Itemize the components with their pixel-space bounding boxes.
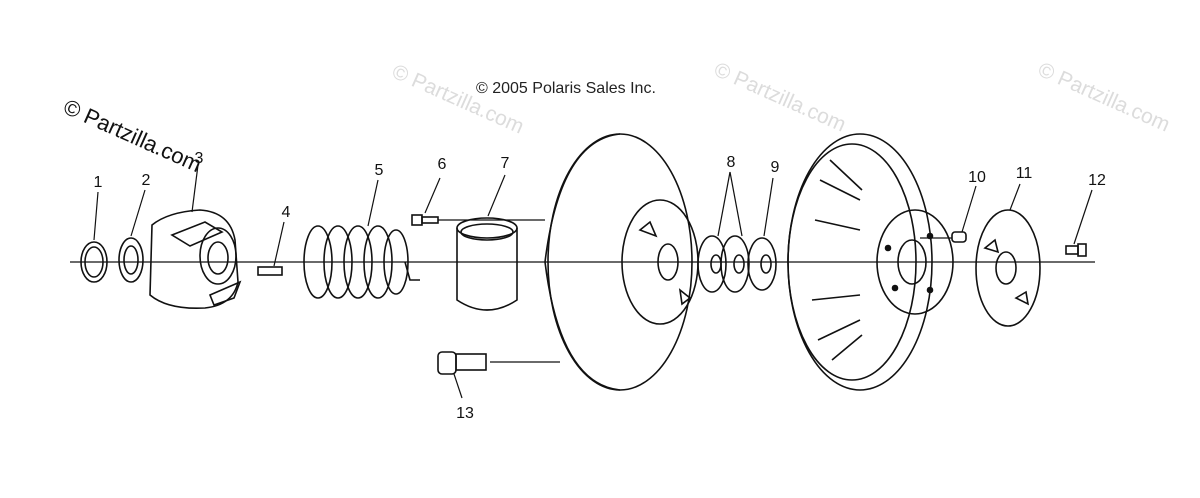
callout-3: 3 <box>194 150 204 167</box>
part-washers-pair <box>697 235 750 293</box>
callout-11: 11 <box>1015 165 1033 182</box>
part-helix <box>149 209 242 310</box>
callout-9: 9 <box>770 159 780 176</box>
callout-2: 2 <box>141 172 151 189</box>
callout-13: 13 <box>456 405 474 422</box>
callout-5: 5 <box>374 162 384 179</box>
part-screw-12 <box>1065 243 1087 257</box>
leader-lines <box>93 164 1093 399</box>
part-washer-9 <box>747 237 777 291</box>
part-screw <box>411 214 439 226</box>
callout-4: 4 <box>281 204 291 221</box>
callout-8: 8 <box>726 154 736 171</box>
part-bushing <box>456 217 518 311</box>
part-snap-ring <box>80 241 108 283</box>
callout-1: 1 <box>93 174 103 191</box>
part-spring <box>303 225 420 299</box>
callout-12: 12 <box>1088 172 1106 189</box>
part-pin-13 <box>437 351 487 375</box>
part-key-pin <box>257 266 283 276</box>
part-washer <box>118 237 144 283</box>
part-cover-plate <box>975 209 1041 327</box>
part-moveable-sheave <box>544 133 699 391</box>
callout-7: 7 <box>500 155 510 172</box>
callout-6: 6 <box>437 156 447 173</box>
part-plug <box>951 231 967 243</box>
copyright-notice: © 2005 Polaris Sales Inc. <box>476 80 656 97</box>
callout-10: 10 <box>968 169 986 186</box>
part-stationary-sheave <box>787 133 954 391</box>
